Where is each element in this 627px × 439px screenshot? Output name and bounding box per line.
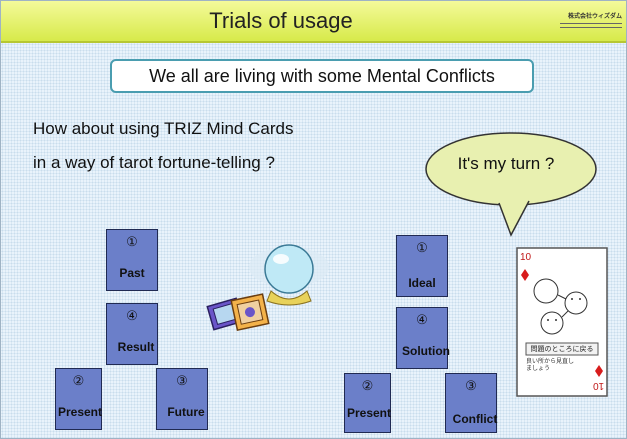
card-solution-number: ④ (416, 312, 428, 327)
headline-banner: We all are living with some Mental Confl… (110, 59, 534, 93)
card-result: ④ Result (106, 303, 158, 365)
card-present-left-number: ② (72, 373, 85, 388)
card-present-right: ② Present (344, 373, 391, 433)
card-rank-top: 10 (520, 252, 532, 263)
card-result-number: ④ (126, 308, 138, 323)
card-future: ③ Future (156, 368, 208, 430)
title-bar: Trials of usage 株式会社ウィズダム (1, 1, 626, 43)
card-caption: 問題のところに戻る (530, 346, 594, 353)
question-line-1: How about using TRIZ Mind Cards (33, 119, 294, 138)
triz-mind-card: 10 10 問題のところに戻る 良い所から見直しましょう (516, 247, 608, 397)
card-past-number: ① (126, 234, 138, 249)
card-solution: ④ Solution (396, 307, 450, 369)
card-result-label: Result (117, 340, 155, 354)
slide-title: Trials of usage (209, 8, 353, 33)
card-past-label: Past (119, 266, 145, 280)
card-conflict-number: ③ (465, 378, 477, 393)
logo-text: 株式会社ウィズダム (567, 14, 622, 20)
question-line-2: in a way of tarot fortune-telling ? (33, 153, 275, 172)
card-solution-label: Solution (402, 344, 450, 358)
card-present-left: ② Present (55, 368, 102, 430)
logo-lines (560, 23, 622, 28)
card-ideal-label: Ideal (408, 276, 436, 290)
speech-bubble (425, 132, 597, 237)
card-ideal: ① Ideal (396, 235, 448, 297)
card-ideal-number: ① (416, 240, 428, 255)
company-logo: 株式会社ウィズダム (560, 11, 622, 31)
card-future-number: ③ (176, 373, 188, 388)
card-body-text: 良い所から見直しましょう (526, 359, 575, 372)
speech-bubble-text: It's my turn ? (457, 154, 555, 173)
card-past: ① Past (106, 229, 158, 291)
card-rank-bottom: 10 (592, 380, 604, 391)
triz-mind-card-artwork (516, 247, 608, 397)
card-conflict: ③ Conflict (445, 373, 497, 433)
card-conflict-label: Conflict (452, 412, 498, 426)
card-present-left-label: Present (57, 405, 103, 419)
card-present-right-number: ② (361, 378, 374, 393)
tarot-cards-pile-icon (206, 293, 270, 331)
card-present-right-label: Present (346, 406, 392, 420)
crystal-ball-icon (249, 244, 329, 306)
card-future-label: Future (167, 405, 205, 419)
